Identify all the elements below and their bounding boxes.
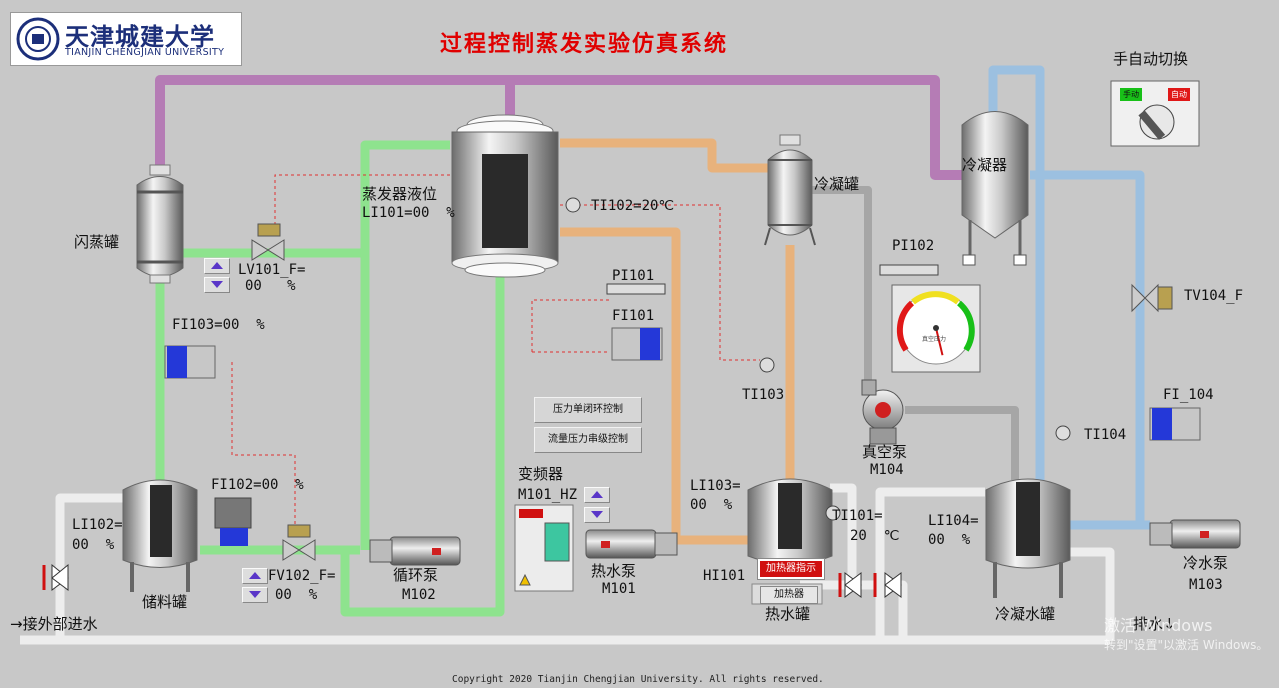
li103-tag: LI103= [690,478,741,494]
ti102-readout: TI102=20℃ [591,198,675,214]
fi103-readout: FI103=00 % [172,317,265,333]
hot-water-pump-motor [585,529,678,559]
li104-value: 00 % [928,532,971,548]
storage-tank-vessel [122,479,198,592]
fv102-valve [282,524,316,561]
lv101-valve [251,223,285,261]
m101-label: M101 [602,581,636,597]
fi104-flowmeter [1149,407,1201,441]
tv104-valve [1131,283,1173,313]
evaporator-vessel [451,114,559,278]
m101-hz-increase-button[interactable] [584,487,610,503]
ti101-value: 20 ℃ [850,528,900,544]
li103-value: 00 % [690,497,733,513]
green-circulation-pipe [155,140,505,617]
manual-valves [42,563,902,598]
hot-water-tank-label: 热水罐 [765,605,811,623]
pi102-tag: PI102 [892,238,935,254]
pi101-pressure-transmitter [606,283,666,295]
ti104-tag: TI104 [1084,427,1127,443]
temperature-sensors [565,197,1071,521]
hi101-tag: HI101 [703,568,746,584]
lv101-tag: LV101_F= [238,262,306,278]
lv101-increase-button[interactable] [204,258,230,274]
pressure-single-loop-button[interactable]: 压力单闭环控制 [534,397,642,423]
fv102-tag: FV102_F= [268,568,336,584]
lv101-decrease-button[interactable] [204,277,230,293]
fi102-flowmeter [214,497,252,546]
fi103-flowmeter [164,345,216,379]
blue-cooling-pipe [988,65,1150,530]
inverter-label: 变频器 [518,465,564,483]
university-seal-icon [16,17,60,61]
m101-hz-label: M101_HZ [518,487,578,503]
activation-watermark-title: 激活 Windows [1104,616,1213,635]
condense-tank-label: 冷凝罐 [814,175,860,193]
fi101-flowmeter [611,327,663,361]
purple-vapor-pipe [155,75,980,180]
fv102-decrease-button[interactable] [242,587,268,603]
fi104-tag: FI_104 [1163,387,1214,403]
storage-tank-label: 储料罐 [142,593,188,611]
flash-tank-label: 闪蒸罐 [74,233,120,251]
li104-tag: LI104= [928,513,979,529]
drain-label: 排水↓ [1133,615,1176,633]
cold-water-pump-motor [1149,519,1241,549]
m102-label: M102 [402,587,436,603]
copyright-text: Copyright 2020 Tianjin Chengjian Univers… [452,674,824,685]
switch-panel-title: 手自动切换 [1113,50,1189,68]
mode-selector-knob[interactable] [1140,105,1174,139]
condense-tank-vessel [764,134,816,246]
orange-hot-water-pipe [560,138,795,545]
pressure-gauge [891,284,981,373]
m104-label: M104 [870,462,904,478]
flow-pressure-cascade-button[interactable]: 流量压力串级控制 [534,427,642,453]
logo-english-name: TIANJIN CHENGJIAN UNIVERSITY [65,47,225,58]
manual-mode-button[interactable]: 手动 [1120,88,1142,101]
condensate-tank-label: 冷凝水罐 [995,605,1056,623]
hot-water-pump-label: 热水泵 [591,562,637,580]
fv102-increase-button[interactable] [242,568,268,584]
tv104-tag: TV104_F [1184,288,1244,304]
flash-tank [136,164,184,284]
m103-label: M103 [1189,577,1223,593]
activation-watermark-hint: 转到"设置"以激活 Windows。 [1104,638,1269,652]
vacuum-pump-label: 真空泵 [862,443,908,461]
circ-pump-label: 循环泵 [393,566,439,584]
pi101-tag: PI101 [612,268,655,284]
li102-value: 00 % [72,537,115,553]
page-title: 过程控制蒸发实验仿真系统 [440,31,729,57]
li101-readout: LI101=00 % [362,205,455,221]
fv102-value: 00 % [275,587,318,603]
li102-tag: LI102= [72,517,123,533]
heater-indicator: 加热器指示 [757,558,825,580]
circulation-pump-motor [369,536,461,566]
signal-lines [231,174,760,525]
auto-mode-button[interactable]: 自动 [1168,88,1190,101]
lv101-value: 00 % [245,278,296,294]
external-water-label: →接外部进水 [10,615,98,633]
condenser-label: 冷凝器 [962,156,1008,174]
inverter-cabinet [514,504,574,592]
pi102-pressure-transmitter [879,264,939,276]
gray-vacuum-pipe [812,186,1019,480]
m101-hz-decrease-button[interactable] [584,507,610,523]
vacuum-pump-body [861,379,904,445]
logo-chinese-name: 天津城建大学 [65,22,215,51]
condensate-tank-vessel [985,478,1071,598]
university-logo: 天津城建大学 TIANJIN CHENGJIAN UNIVERSITY [10,12,242,66]
gauge-center-label: 真空压力 [922,336,947,343]
evaporator-level-label: 蒸发器液位 [362,185,438,203]
fi101-tag: FI101 [612,308,655,324]
condenser-vessel [961,111,1029,266]
cold-water-pump-label: 冷水泵 [1183,554,1229,572]
fi102-readout: FI102=00 % [211,477,304,493]
ti101-tag: TI101= [832,508,883,524]
ti103-tag: TI103 [742,387,785,403]
heater-button[interactable]: 加热器 [760,586,818,604]
